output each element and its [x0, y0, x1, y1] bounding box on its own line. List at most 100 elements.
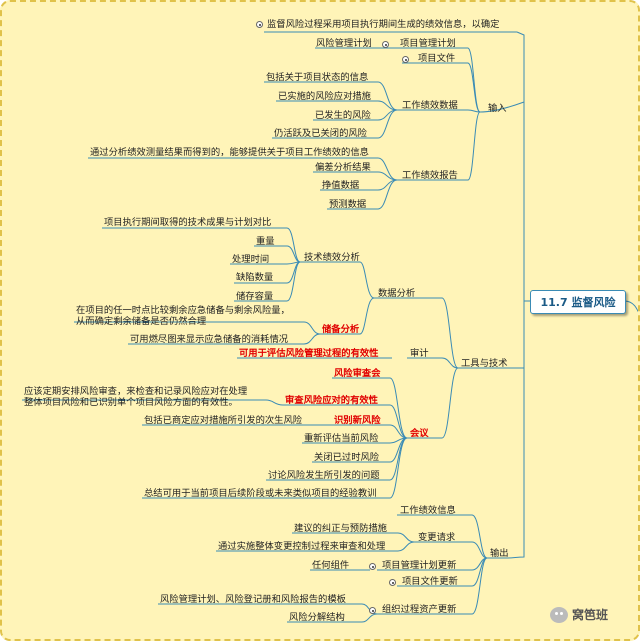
watermark: 窝笆班 — [550, 606, 608, 623]
expand-icon[interactable] — [402, 56, 409, 63]
link-tpa-4 — [234, 261, 301, 302]
tpa-item: 处理时间 — [232, 254, 270, 265]
branch-output[interactable]: 输出 — [490, 548, 509, 559]
meeting-item: 总结可用于当前项目后续阶段或未来类似项目的经验教训 — [144, 488, 377, 499]
work-performance-reports: 工作绩效报告 — [402, 170, 458, 181]
wpr-item: 预测数据 — [329, 199, 367, 210]
wpd-item: 已实施的风险应对措施 — [278, 91, 371, 102]
opa-updates: 组织过程资产更新 — [382, 604, 457, 615]
link-reserve-note — [74, 321, 321, 335]
opa-item: 风险管理计划、风险登记册和风险报告的模板 — [160, 594, 346, 605]
cr-item: 建议的纠正与预防措施 — [294, 523, 387, 534]
link-tools-meeting — [441, 367, 459, 439]
link-meeting-4 — [142, 437, 408, 499]
link-reserve-note2 — [128, 333, 321, 345]
meeting: 会议 — [410, 428, 429, 439]
wpr-note: 通过分析绩效测量结果而得到的，能够提供关于项目工作绩效的信息 — [90, 147, 369, 158]
identify-new-note: 包括已商定应对措施所引发的次生风险 — [144, 415, 303, 426]
wpd-item: 已发生的风险 — [315, 110, 371, 121]
tpa-note: 项目执行期间取得的技术成果与计划对比 — [104, 217, 272, 228]
review-effectiveness: 审查风险应对的有效性 — [285, 395, 378, 406]
change-requests: 变更请求 — [418, 532, 456, 543]
pm-plan: 项目管理计划 — [400, 38, 456, 49]
link-tools-da — [441, 297, 459, 369]
reserve-analysis: 储备分析 — [322, 324, 360, 335]
link-meeting-review — [332, 377, 408, 439]
meeting-item: 关闭已过时风险 — [314, 452, 380, 463]
cr-item: 通过实施整体变更控制过程来审查和处理 — [218, 541, 386, 552]
link-output-docs — [471, 557, 488, 587]
link-wpd-4 — [272, 109, 398, 139]
wpr-item: 偏差分析结果 — [315, 162, 371, 173]
link-meeting-effect — [283, 404, 408, 439]
meeting-item: 讨论风险发生所引发的问题 — [268, 470, 380, 481]
central-topic[interactable]: 11.7 监督风险 — [530, 290, 626, 314]
link-effect-note — [22, 399, 284, 406]
link-cr-2 — [216, 541, 415, 552]
risk-review-meeting: 风险审查会 — [334, 368, 381, 379]
link-opa-1 — [158, 603, 378, 615]
work-performance-info: 工作绩效信息 — [400, 505, 456, 516]
link-output-wpi — [471, 514, 488, 559]
link-output-cr — [471, 541, 488, 559]
wpr-item: 挣值数据 — [322, 180, 360, 191]
input-top-note: 监督风险过程采用项目执行期间生成的绩效信息，以确定 — [267, 19, 500, 30]
link-tools-audit — [441, 357, 459, 369]
tpa-item: 重量 — [256, 236, 275, 247]
link-wpr-3 — [327, 179, 398, 210]
data-analysis: 数据分析 — [378, 288, 416, 299]
technical-performance-analysis: 技术绩效分析 — [304, 252, 360, 263]
link-central-tools — [508, 301, 525, 369]
link-central-right — [623, 300, 638, 313]
expand-icon[interactable] — [369, 563, 376, 570]
link-central-output — [507, 368, 525, 559]
opa-item: 风险分解结构 — [289, 612, 345, 623]
link-output-opa — [471, 557, 488, 615]
work-performance-data: 工作绩效数据 — [402, 100, 458, 111]
pm-plan-item: 风险管理计划 — [316, 38, 372, 49]
wpd-item: 包括关于项目状态的信息 — [266, 72, 369, 83]
link-input-pmplan — [467, 47, 481, 113]
pm-plan-updates-item: 任何组件 — [312, 560, 350, 571]
link-tpa-1 — [254, 245, 301, 263]
link-input-wpd — [467, 109, 481, 113]
watermark-text: 窝笆班 — [572, 608, 609, 622]
link-da-tpa — [359, 261, 375, 299]
meeting-item: 重新评估当前风险 — [304, 433, 379, 444]
wpd-item: 仍活跃及已关闭的风险 — [274, 128, 367, 139]
project-docs-updates: 项目文件更新 — [402, 576, 458, 587]
link-input-label — [479, 101, 525, 113]
review-effect-note: 整体项目风险和已识别单个项目风险方面的有效性。 — [24, 397, 238, 408]
review-effect-note: 应该定期安排风险审查，来检查和记录风险应对在处理 — [24, 386, 248, 397]
reserve-note: 从而确定剩余储备是否仍然合理 — [76, 316, 207, 327]
reserve-note: 可用燃尽图来显示应急储备的消耗情况 — [130, 334, 289, 345]
link-central-input — [516, 31, 530, 302]
link-opa-2 — [287, 613, 378, 623]
link-meeting-new — [332, 424, 408, 439]
expand-icon[interactable] — [256, 21, 263, 28]
tpa-item: 储存容量 — [236, 291, 274, 302]
audit: 审计 — [410, 348, 429, 359]
link-cr-1 — [292, 532, 415, 543]
link-tpa-2 — [230, 261, 301, 265]
link-wpr-1 — [313, 171, 398, 181]
expand-icon[interactable] — [369, 607, 376, 614]
link-input-wpr — [467, 111, 481, 181]
branch-input[interactable]: 输入 — [488, 103, 507, 114]
identify-new-risks: 识别新风险 — [334, 415, 381, 426]
pm-plan-updates: 项目管理计划更新 — [382, 560, 457, 571]
tpa-item: 缺陷数量 — [236, 272, 274, 283]
link-wpd-1 — [264, 81, 398, 111]
link-wpd-2 — [276, 100, 398, 111]
expand-icon[interactable] — [389, 579, 396, 586]
chat-icon — [550, 606, 568, 623]
link-input-docs — [467, 62, 481, 113]
expand-icon[interactable] — [382, 41, 389, 48]
reserve-note: 在项目的任一时点比较剩余应急储备与剩余风险量， — [76, 305, 290, 316]
audit-note: 可用于评估风险管理过程的有效性 — [239, 348, 379, 359]
project-docs: 项目文件 — [418, 53, 456, 64]
link-da-reserve — [359, 297, 375, 335]
branch-tools[interactable]: 工具与技术 — [461, 358, 508, 369]
